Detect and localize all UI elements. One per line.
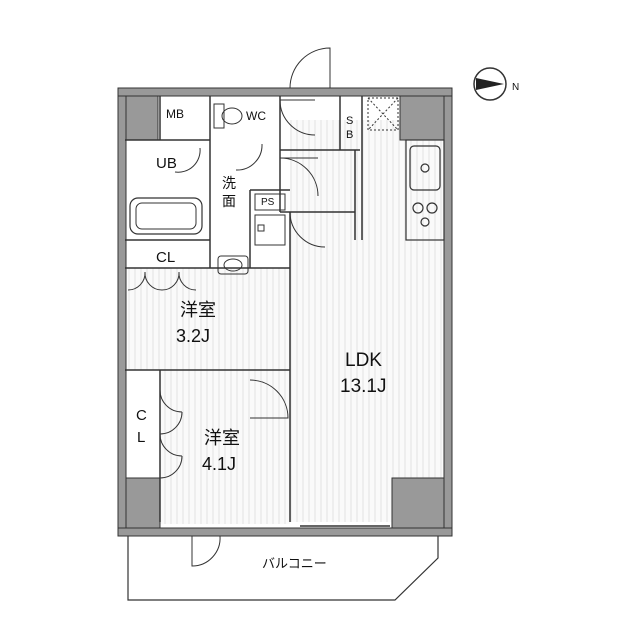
cl-label: CL	[156, 249, 175, 266]
western-room-1-size: 3.2J	[176, 326, 210, 346]
storage-box	[254, 214, 286, 246]
north-arrow-icon	[473, 67, 507, 101]
ldk-size: 13.1J	[340, 376, 386, 397]
western-room-1-name: 洋室	[180, 300, 216, 320]
outer-walls	[117, 87, 453, 537]
ldk-name: LDK	[345, 350, 382, 371]
balcony-label: バルコニー	[262, 556, 327, 571]
doors	[127, 47, 331, 567]
ub-label: UB	[156, 155, 177, 172]
washroom-label-2: 面	[222, 193, 236, 209]
inner-walls	[125, 96, 363, 522]
bathtub	[129, 197, 203, 235]
western-room-1-floor	[125, 268, 290, 370]
western-room-2-floor	[160, 370, 290, 524]
western-room-2-size: 4.1J	[202, 454, 236, 474]
western-room-2-name: 洋室	[204, 428, 240, 448]
wash-basin	[217, 255, 249, 275]
ps-box	[254, 193, 286, 211]
ldk-floor	[290, 120, 448, 522]
cl-label-vertical-2: L	[137, 429, 145, 446]
washroom-label-1: 洗	[222, 175, 236, 191]
sb-label-2: B	[346, 129, 353, 141]
wc-label: WC	[246, 109, 266, 123]
cl-label-vertical-1: C	[136, 407, 147, 424]
balcony-outline	[127, 536, 439, 601]
mb-label: MB	[166, 107, 184, 121]
compass-letter: N	[512, 82, 519, 93]
kitchen-counter	[405, 139, 445, 241]
toilet	[213, 103, 225, 129]
sb-label-1: S	[346, 115, 353, 127]
ps-label: PS	[261, 197, 275, 208]
vent-icon	[367, 97, 399, 131]
